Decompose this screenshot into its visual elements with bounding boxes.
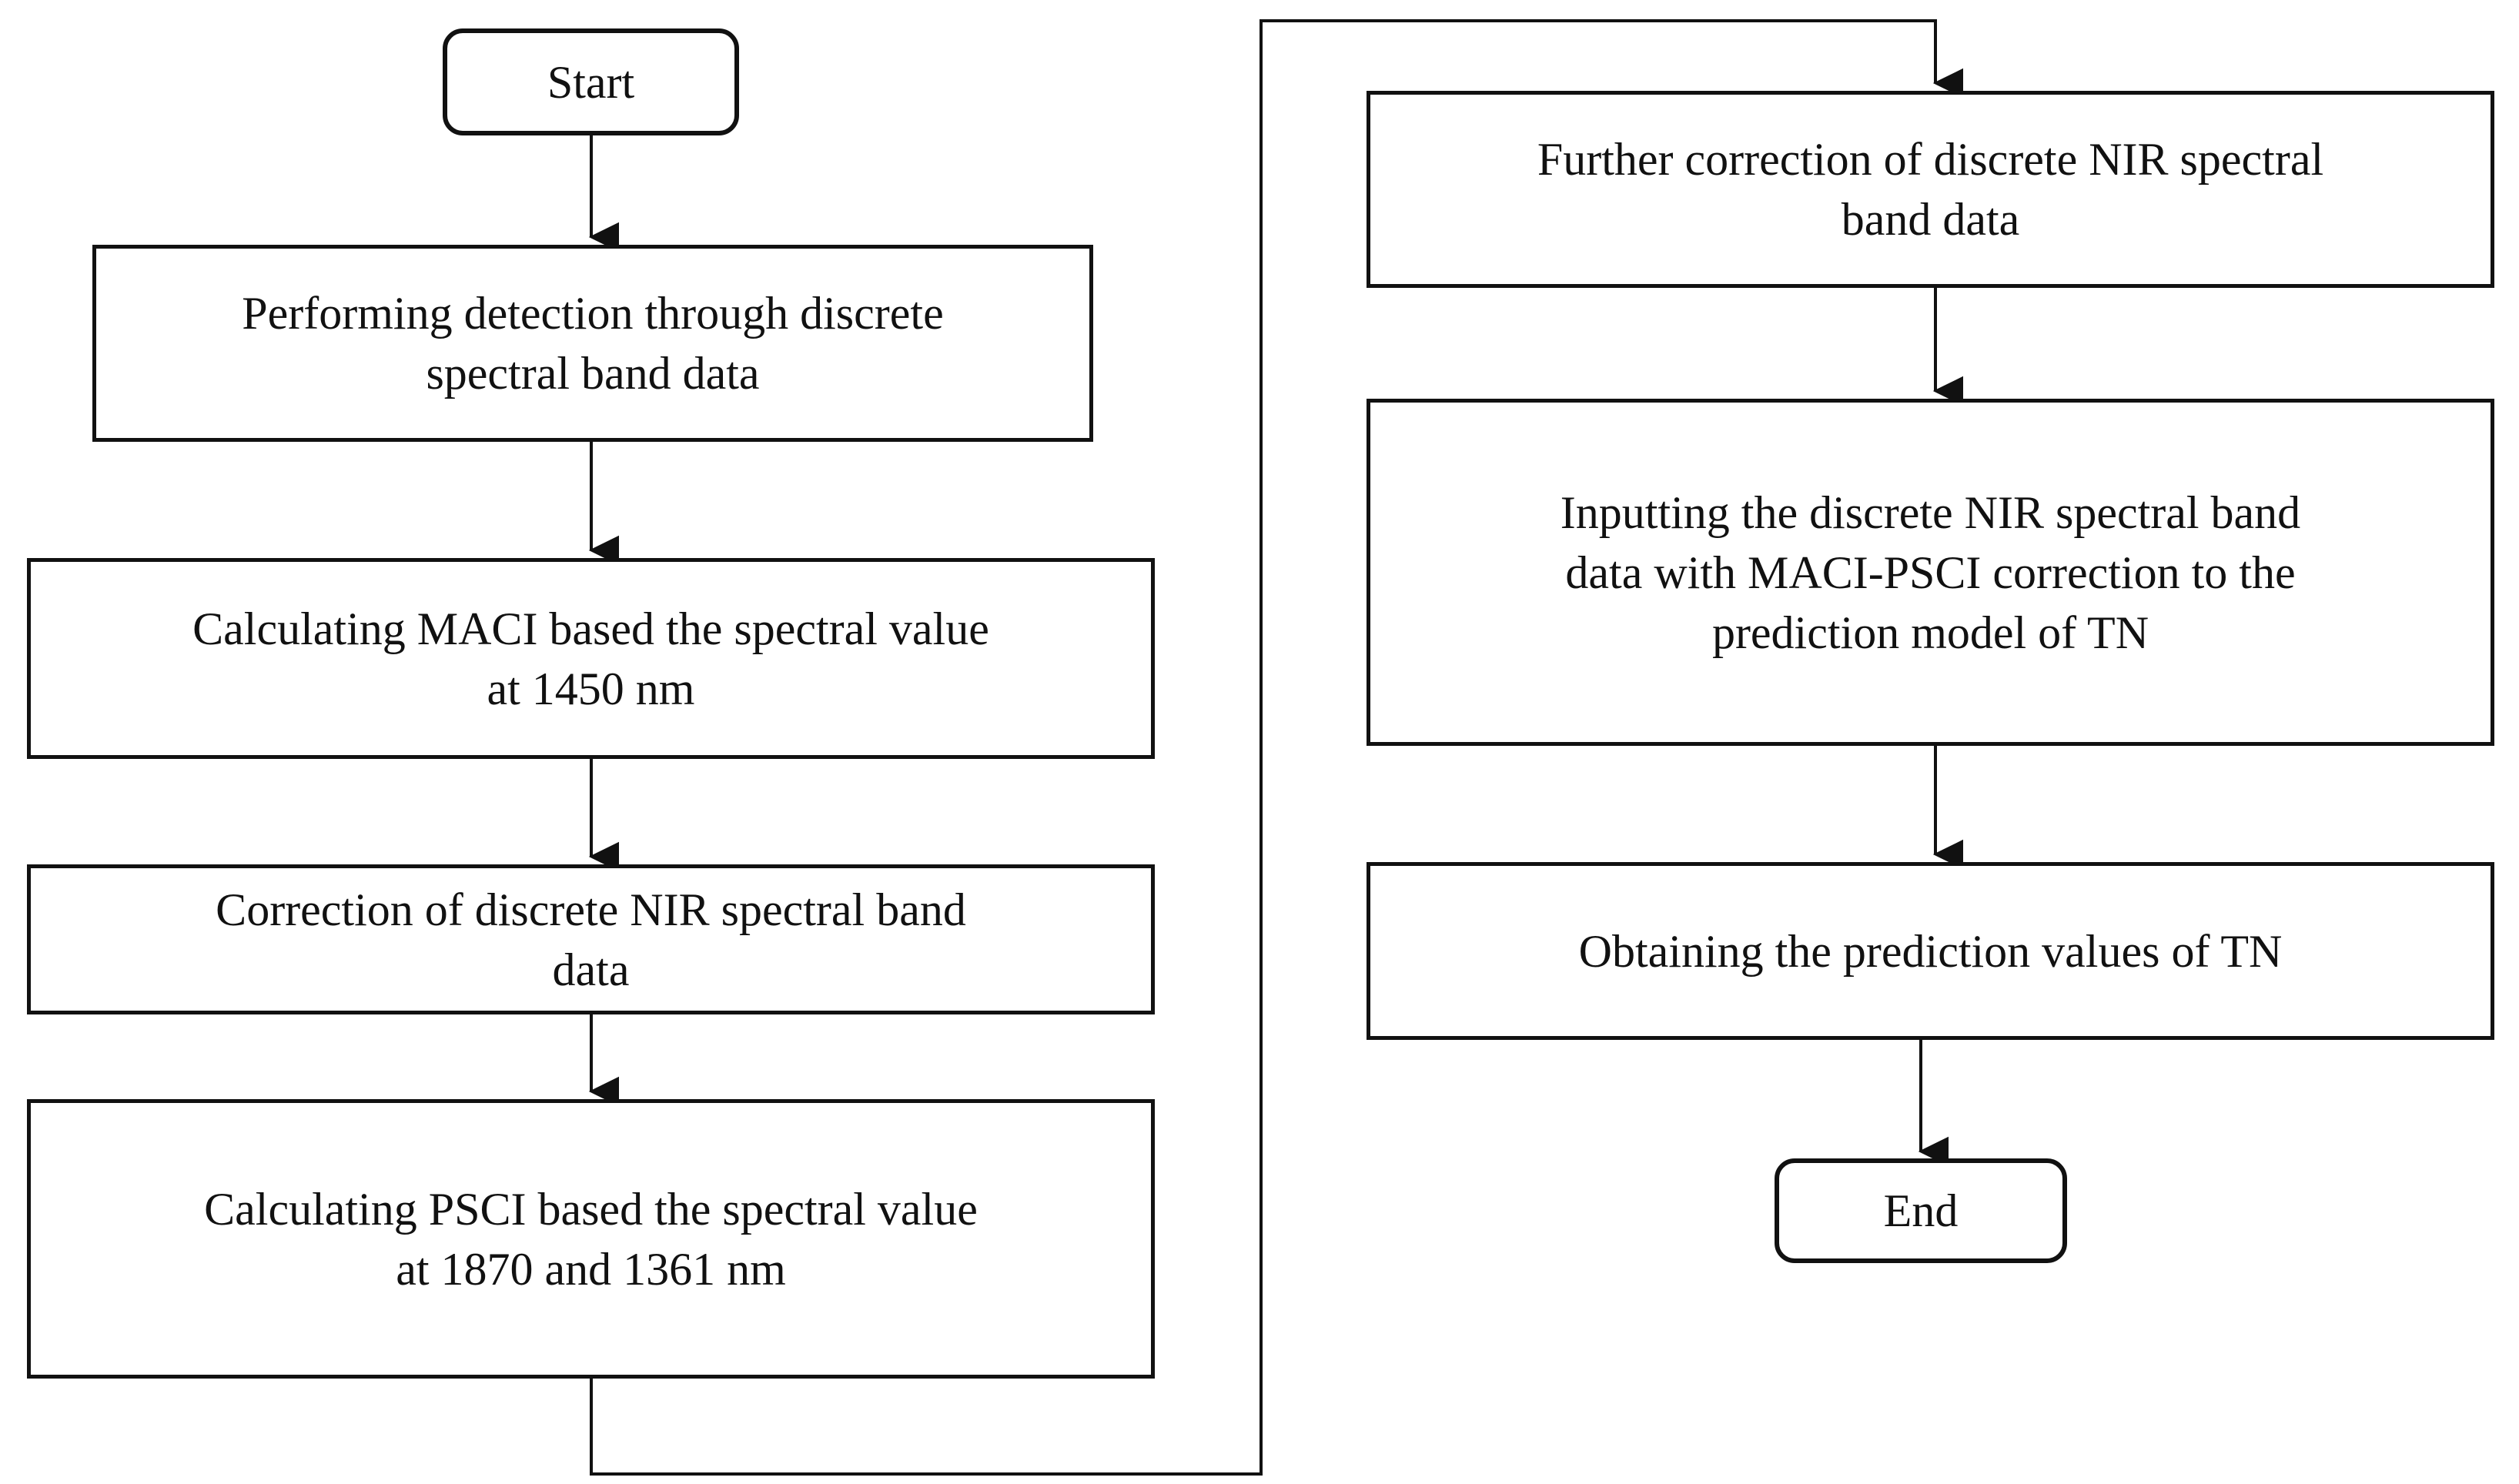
node-inputting-model-label: Inputting the discrete NIR spectral band…: [1560, 486, 2301, 658]
node-further-correction[interactable]: Further correction of discrete NIR spect…: [1367, 91, 2494, 288]
node-end[interactable]: End: [1775, 1158, 2067, 1263]
node-correction-nir-label: Correction of discrete NIR spectral band…: [216, 884, 966, 995]
node-calculating-psci-label: Calculating PSCI based the spectral valu…: [204, 1183, 978, 1295]
node-calculating-maci[interactable]: Calculating MACI based the spectral valu…: [27, 558, 1155, 759]
node-end-label: End: [1883, 1185, 1959, 1236]
node-further-correction-label: Further correction of discrete NIR spect…: [1537, 134, 2324, 245]
node-start[interactable]: Start: [443, 28, 739, 135]
node-calculating-psci[interactable]: Calculating PSCI based the spectral valu…: [27, 1099, 1155, 1379]
node-performing-detection-label: Performing detection through discrete sp…: [242, 288, 944, 399]
node-obtaining-prediction-label: Obtaining the prediction values of TN: [1578, 925, 2283, 977]
node-correction-nir[interactable]: Correction of discrete NIR spectral band…: [27, 864, 1155, 1014]
node-calculating-maci-label: Calculating MACI based the spectral valu…: [192, 603, 989, 714]
node-inputting-model[interactable]: Inputting the discrete NIR spectral band…: [1367, 399, 2494, 746]
node-performing-detection[interactable]: Performing detection through discrete sp…: [92, 245, 1093, 442]
node-obtaining-prediction[interactable]: Obtaining the prediction values of TN: [1367, 862, 2494, 1040]
node-start-label: Start: [547, 56, 635, 108]
